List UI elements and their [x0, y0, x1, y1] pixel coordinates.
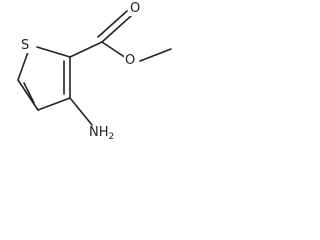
bond-c5-s1 [17, 51, 29, 81]
bond-ccarbonyl-o-double-2 [97, 10, 128, 38]
molecule-bonds [17, 10, 172, 126]
bond-c3-n [69, 97, 93, 126]
bond-c3-c4 [37, 97, 71, 111]
bond-ccarbonyl-o-ester [101, 41, 127, 59]
ester-oxygen-label: O [124, 53, 137, 68]
bond-c2-ccarbonyl [69, 41, 103, 58]
bond-s1-c2 [36, 46, 71, 58]
carbonyl-oxygen-label: O [129, 1, 142, 16]
bond-c4-c5-inner [23, 82, 35, 104]
amino-group-subscript: 2 [108, 132, 115, 142]
bond-o-ester-methyl [139, 48, 172, 62]
amino-group-prefix: NH [89, 125, 109, 140]
chemical-structure-diagram: S O O NH2 [0, 0, 175, 147]
sulfur-atom-label: S [20, 38, 31, 53]
bond-c4-c5 [17, 79, 39, 111]
bond-ccarbonyl-o-double [101, 15, 132, 43]
amino-group-label: NH2 [88, 125, 116, 142]
